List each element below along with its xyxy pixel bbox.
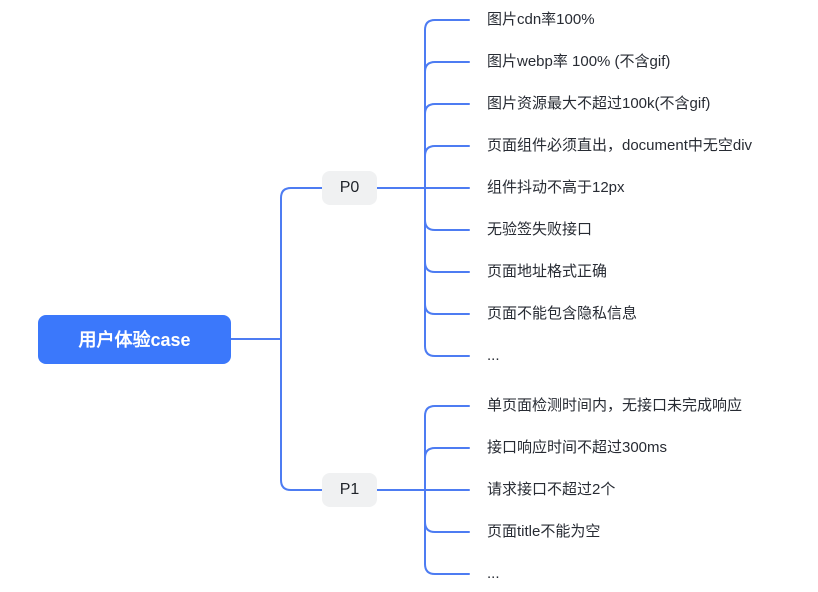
leaf-node[interactable]: 组件抖动不高于12px [487,179,625,196]
connector-path [424,563,470,575]
root-node[interactable]: 用户体验case [38,314,231,364]
connector-path [424,19,470,31]
leaf-node[interactable]: 页面title不能为空 [487,523,601,540]
leaf-node[interactable]: 图片资源最大不超过100k(不含gif) [487,95,711,112]
leaf-node[interactable]: 单页面检测时间内，无接口未完成响应 [487,397,743,414]
leaf-node[interactable]: ... [487,347,500,364]
leaf-node[interactable]: 图片cdn率100% [487,11,595,28]
branch-node-p0[interactable]: P0 [322,171,377,205]
connector-path [424,447,470,459]
leaf-node[interactable]: 接口响应时间不超过300ms [487,439,668,456]
leaf-node[interactable]: 页面地址格式正确 [487,263,608,280]
connector-path [424,303,470,315]
leaf-node[interactable]: 无验签失败接口 [487,221,593,238]
connector-path [280,187,323,491]
leaf-node[interactable]: 请求接口不超过2个 [487,481,616,498]
branch-node-p1[interactable]: P1 [322,473,377,507]
connector-path [424,61,470,73]
connector-path [424,345,470,357]
connector-path [424,521,470,533]
connector-path [424,219,470,231]
connector-path [424,261,470,273]
leaf-node[interactable]: ... [487,565,500,582]
connector-path [424,145,470,157]
connector-path [424,405,470,417]
leaf-node[interactable]: 图片webp率 100% (不含gif) [487,53,671,70]
connector-path [424,103,470,115]
leaf-node[interactable]: 页面组件必须直出，document中无空div [487,137,753,154]
leaf-node[interactable]: 页面不能包含隐私信息 [487,305,638,322]
